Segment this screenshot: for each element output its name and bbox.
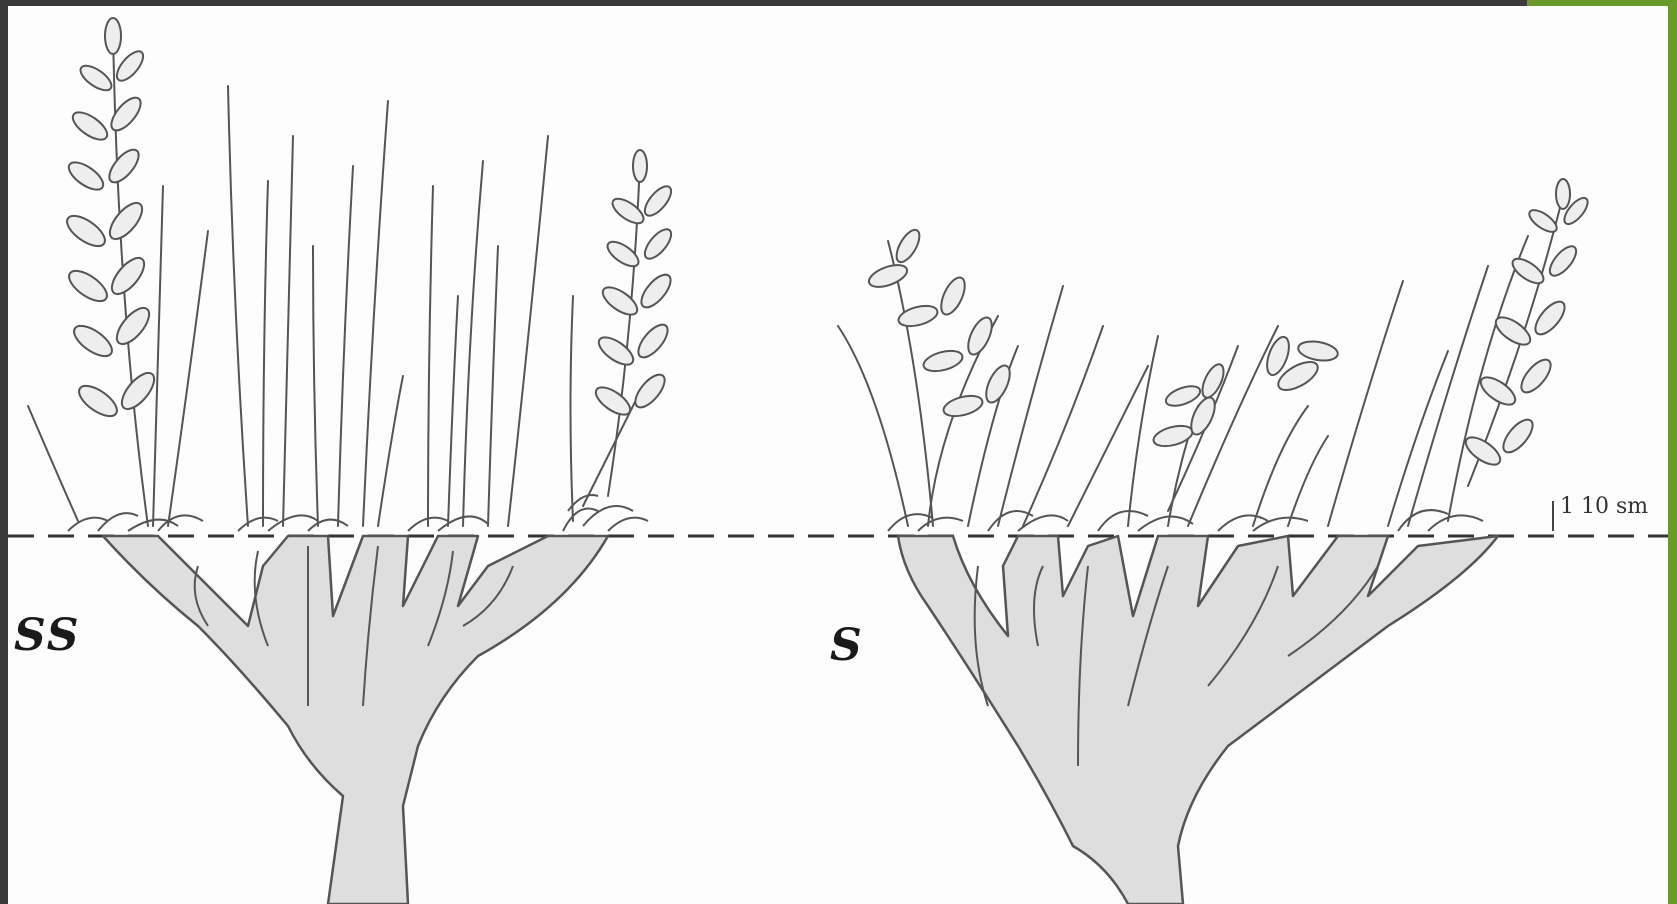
right-shoots — [838, 236, 1528, 526]
illustration-canvas: SS S 1 10 sm — [8, 6, 1668, 904]
accent-bar-right — [1668, 0, 1677, 904]
label-ss: SS — [14, 610, 81, 661]
right-trunk — [898, 536, 1498, 904]
pruning-illustration — [8, 6, 1668, 904]
left-leafy-shoot-1 — [62, 18, 160, 526]
right-cut-tufts — [888, 510, 1483, 531]
right-leafy-shoot-1 — [866, 226, 1014, 526]
leaf-cluster — [866, 226, 1014, 419]
leaf-cluster — [1151, 334, 1339, 450]
left-cut-tufts — [68, 495, 648, 531]
left-trunk — [103, 536, 608, 904]
scale-label: 1 10 sm — [1560, 494, 1648, 519]
leaf-cluster — [62, 18, 160, 422]
left-leafy-shoot-2 — [591, 150, 675, 496]
right-leafy-shoot-3 — [1461, 179, 1591, 486]
right-plant — [838, 179, 1592, 904]
left-shoots — [28, 86, 643, 526]
label-s: S — [830, 620, 862, 671]
left-plant — [28, 18, 676, 904]
right-leafy-shoot-2 — [1151, 334, 1339, 511]
